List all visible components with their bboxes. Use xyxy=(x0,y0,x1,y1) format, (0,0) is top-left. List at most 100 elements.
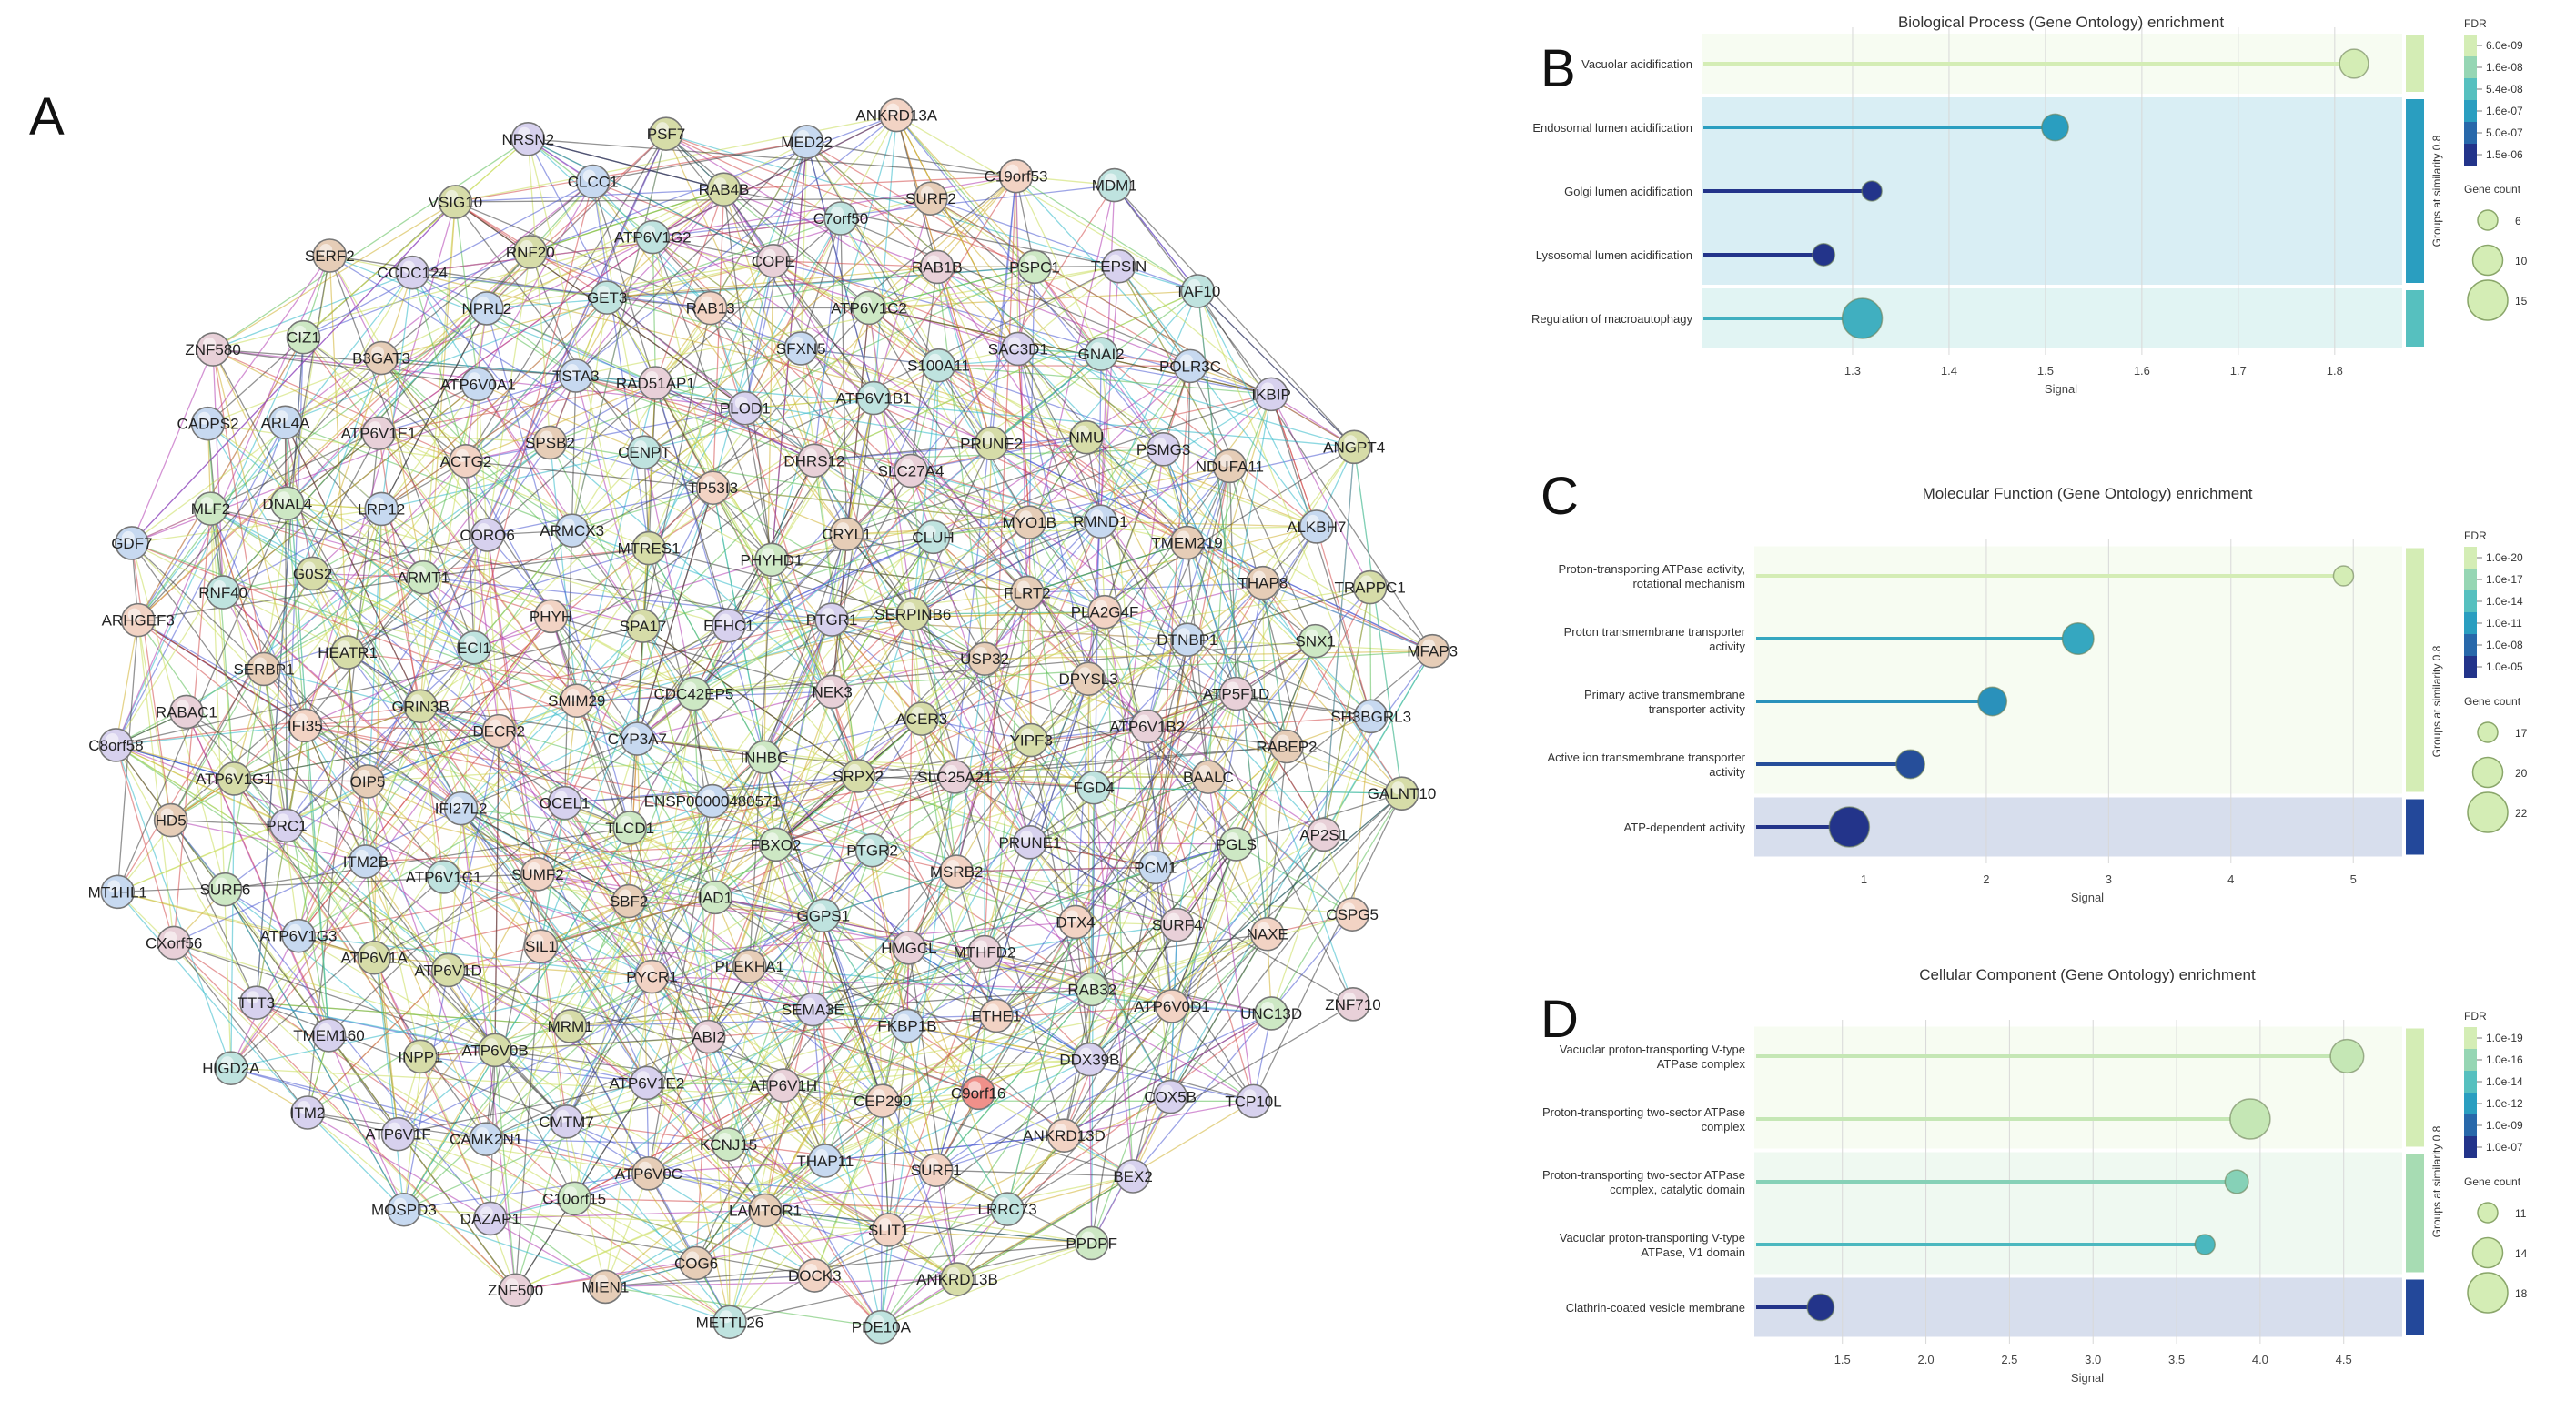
protein-node[interactable]: VSIG10 xyxy=(429,185,483,219)
protein-node[interactable]: RAD51AP1 xyxy=(616,366,695,400)
protein-node[interactable]: SLIT1 xyxy=(868,1213,909,1247)
protein-node[interactable]: ATP5F1D xyxy=(1203,676,1269,711)
protein-node[interactable]: HD5 xyxy=(153,802,188,838)
lollipop-point[interactable] xyxy=(2339,48,2369,79)
protein-node[interactable]: RAB1B xyxy=(912,249,963,285)
protein-node[interactable]: NMU xyxy=(1069,419,1105,455)
protein-node[interactable]: ANKRD13B xyxy=(916,1262,998,1296)
protein-node[interactable]: ALKBH7 xyxy=(1287,509,1346,544)
protein-node[interactable]: CLCC1 xyxy=(568,164,619,199)
protein-node[interactable]: CMTM7 xyxy=(539,1104,594,1139)
lollipop-point[interactable] xyxy=(1861,180,1883,202)
protein-node[interactable]: PHYHD1 xyxy=(741,542,803,578)
protein-node[interactable]: FLRT2 xyxy=(1004,575,1051,610)
protein-node[interactable]: COPE xyxy=(752,244,795,278)
lollipop-point[interactable] xyxy=(2041,113,2069,142)
protein-node[interactable]: PGLS xyxy=(1216,827,1257,862)
protein-node[interactable]: TCP10L xyxy=(1225,1083,1282,1119)
protein-node[interactable]: DTX4 xyxy=(1056,904,1096,940)
protein-node[interactable]: SERBP1 xyxy=(233,651,295,687)
protein-node[interactable]: EFHC1 xyxy=(703,608,754,643)
lollipop-point[interactable] xyxy=(2194,1234,2217,1255)
protein-node[interactable]: TLCD1 xyxy=(605,811,654,845)
protein-node[interactable]: PCM1 xyxy=(1134,850,1177,885)
protein-node[interactable]: ATP6V1A xyxy=(340,940,409,975)
lollipop-point[interactable] xyxy=(2061,621,2095,656)
protein-node[interactable]: BAALC xyxy=(1183,760,1234,794)
protein-node[interactable]: GRIN3B xyxy=(392,689,450,724)
protein-node[interactable]: PLA2G4F xyxy=(1071,594,1139,630)
protein-node[interactable]: TRAPPC1 xyxy=(1334,569,1406,605)
protein-node[interactable]: C10orf15 xyxy=(542,1181,606,1216)
protein-node[interactable]: NPRL2 xyxy=(461,291,511,326)
lollipop-point[interactable] xyxy=(1977,686,2008,717)
protein-node[interactable]: CEP290 xyxy=(854,1083,911,1118)
protein-node[interactable]: PSPC1 xyxy=(1009,249,1060,285)
protein-node[interactable]: ANKRD13A xyxy=(855,97,938,133)
protein-node[interactable]: TAF10 xyxy=(1176,274,1221,308)
protein-node[interactable]: SERPINB6 xyxy=(874,597,951,631)
protein-node[interactable]: OCEL1 xyxy=(540,785,591,821)
protein-node[interactable]: DPYSL3 xyxy=(1059,661,1118,696)
protein-node[interactable]: ENSP00000480571 xyxy=(644,783,781,819)
protein-node[interactable]: GGPS1 xyxy=(797,898,851,933)
protein-node[interactable]: SLC27A4 xyxy=(878,453,945,489)
protein-node[interactable]: CXorf56 xyxy=(146,925,202,961)
protein-node[interactable]: ECI1 xyxy=(457,630,491,665)
protein-node[interactable]: ARL4A xyxy=(261,405,311,440)
protein-node[interactable]: SFXN5 xyxy=(776,331,826,366)
protein-node[interactable]: PRUNE1 xyxy=(998,825,1061,860)
protein-node[interactable]: CLUH xyxy=(912,519,955,555)
protein-node[interactable]: RABEP2 xyxy=(1256,729,1318,764)
protein-node[interactable]: GET3 xyxy=(587,280,627,315)
protein-node[interactable]: RAB13 xyxy=(686,290,735,326)
protein-node[interactable]: LRRC73 xyxy=(978,1192,1037,1226)
protein-node[interactable]: INPP1 xyxy=(398,1039,443,1074)
protein-node[interactable]: B3GAT3 xyxy=(352,340,410,376)
protein-node[interactable]: CORO6 xyxy=(460,518,515,552)
protein-node[interactable]: PHYH xyxy=(530,599,572,634)
protein-node[interactable]: AP2S1 xyxy=(1299,817,1348,852)
protein-node[interactable]: ITM2 xyxy=(290,1095,326,1130)
protein-node[interactable]: CIZ1 xyxy=(286,319,321,355)
protein-node[interactable]: MSRB2 xyxy=(930,854,984,889)
protein-node[interactable]: PPDPF xyxy=(1066,1225,1117,1261)
protein-node[interactable]: ETHE1 xyxy=(972,998,1022,1033)
protein-node[interactable]: S100A11 xyxy=(907,348,970,383)
protein-node[interactable]: MOSPD3 xyxy=(371,1192,437,1227)
protein-node[interactable]: CENPT xyxy=(618,435,671,469)
protein-node[interactable]: IKBIP xyxy=(1251,377,1291,412)
protein-node[interactable]: USP32 xyxy=(960,641,1009,676)
protein-node[interactable]: COG6 xyxy=(674,1245,718,1281)
protein-node[interactable]: MLF2 xyxy=(191,491,230,526)
protein-node[interactable]: ATP6V0D1 xyxy=(1134,989,1210,1023)
protein-node[interactable]: TMEM219 xyxy=(1151,525,1223,560)
protein-node[interactable]: SURF4 xyxy=(1152,907,1203,942)
protein-node[interactable]: FGD4 xyxy=(1074,770,1115,805)
protein-node[interactable]: MIEN1 xyxy=(581,1269,629,1305)
protein-node[interactable]: MTRES1 xyxy=(618,530,681,566)
protein-node[interactable]: PRC1 xyxy=(266,808,308,843)
protein-node[interactable]: ATP6V1F xyxy=(365,1116,431,1152)
protein-node[interactable]: PTGR2 xyxy=(846,832,898,868)
protein-node[interactable]: ATP6V1G3 xyxy=(260,918,338,953)
protein-node[interactable]: ATP6V0A1 xyxy=(440,367,516,402)
protein-node[interactable]: ATP6V1E2 xyxy=(609,1065,684,1101)
protein-node[interactable]: RABAC1 xyxy=(156,694,217,730)
protein-node[interactable]: C8orf58 xyxy=(88,728,144,762)
protein-node[interactable]: MT1HL1 xyxy=(88,874,147,910)
protein-node[interactable]: SURF6 xyxy=(200,872,251,907)
protein-node[interactable]: MFAP3 xyxy=(1407,633,1458,669)
protein-node[interactable]: GALNT10 xyxy=(1368,776,1437,811)
protein-node[interactable]: SURF2 xyxy=(905,181,956,216)
protein-node[interactable]: NRSN2 xyxy=(501,122,554,156)
protein-node[interactable]: DNAL4 xyxy=(262,486,312,521)
protein-node[interactable]: POLR3C xyxy=(1159,348,1221,384)
protein-node[interactable]: THAP11 xyxy=(796,1144,854,1178)
protein-node[interactable]: HEATR1 xyxy=(318,635,378,670)
protein-node[interactable]: ARMT1 xyxy=(397,559,450,595)
protein-node[interactable]: MED22 xyxy=(781,125,833,159)
protein-node[interactable]: SUMF2 xyxy=(511,857,564,892)
protein-node[interactable]: DDX39B xyxy=(1059,1042,1119,1077)
protein-node[interactable]: ATP6V1B2 xyxy=(1109,709,1185,744)
